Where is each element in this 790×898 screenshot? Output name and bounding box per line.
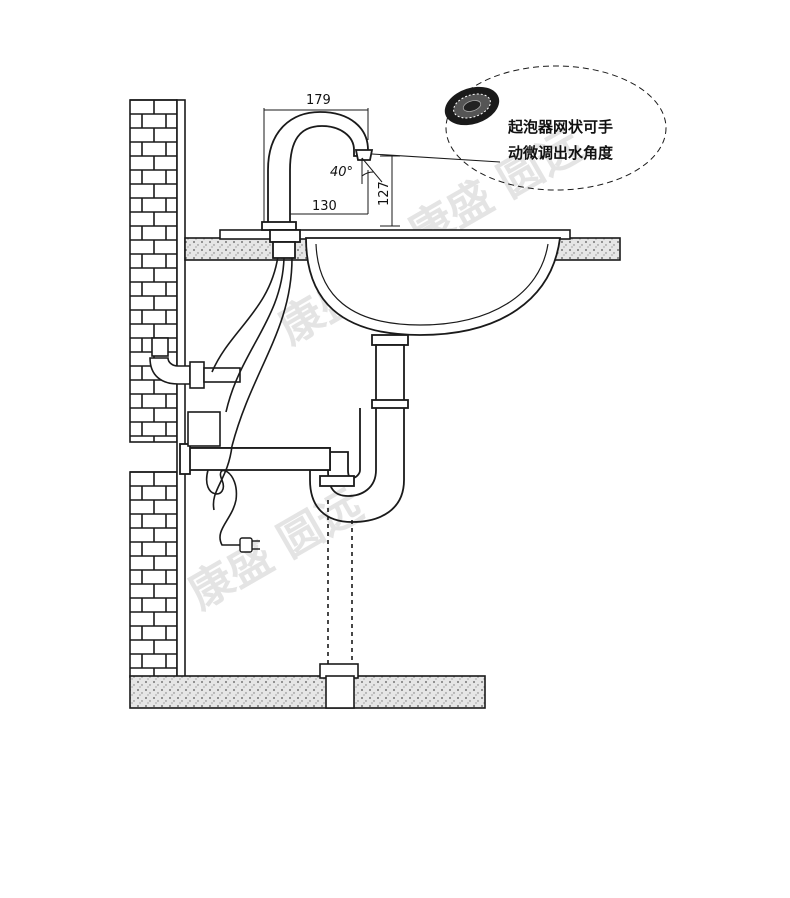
dim-spray-angle: 40° xyxy=(330,165,353,180)
sensor-faucet xyxy=(261,111,374,259)
dim-base-offset: 130 xyxy=(312,199,337,214)
brick-wall xyxy=(129,99,186,678)
callout-bubble xyxy=(445,65,667,191)
sensor-control-box xyxy=(187,411,221,447)
floor-slab xyxy=(129,675,486,709)
callout-text-line2: 动微调出水角度 xyxy=(508,144,614,162)
drain-trap xyxy=(309,344,409,523)
power-cord xyxy=(205,469,240,546)
callout-leader xyxy=(371,153,501,163)
aerator-icon xyxy=(444,86,500,126)
wall-outlet-pipe xyxy=(179,443,331,475)
callout-text-line1: 起泡器网状可手 xyxy=(507,118,613,136)
angle-valve xyxy=(149,337,241,389)
dim-spout-reach: 179 xyxy=(306,93,331,108)
watermark-2: 康盛 圆远 xyxy=(180,480,371,620)
supply-hoses xyxy=(211,255,293,511)
brick-rows-lower xyxy=(130,471,177,677)
dim-spout-height: 127 xyxy=(377,181,392,206)
dimension-lines xyxy=(263,108,400,227)
wash-basin xyxy=(305,237,562,346)
floor-drain-pipe xyxy=(327,500,353,664)
plug-icon xyxy=(239,537,260,553)
